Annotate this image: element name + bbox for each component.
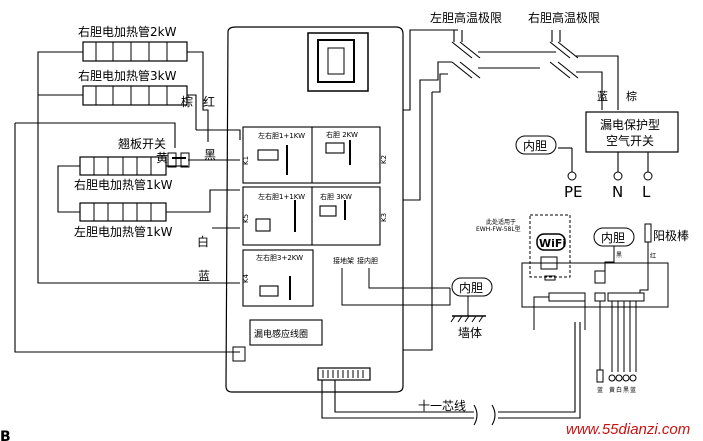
controller-body xyxy=(225,26,404,393)
relay-k4-id: K4 xyxy=(242,273,250,283)
wall-label: 墙体 xyxy=(458,326,482,340)
anode-rod-symbol xyxy=(644,223,652,243)
thermal-limit-switches xyxy=(403,29,619,351)
lead-color-4: 黑 xyxy=(623,387,629,394)
relay-k1-id: K1 xyxy=(242,156,250,165)
lead-color-2: 黄 xyxy=(609,386,615,394)
n-label: N xyxy=(612,183,623,201)
watermark: www.55dianzi.com xyxy=(566,421,690,438)
breaker-label-2: 空气开关 xyxy=(606,133,654,148)
rocker-switch xyxy=(167,152,190,168)
inner-tank-badge-top xyxy=(515,135,557,155)
lead-color-5: 蓝 xyxy=(630,386,636,394)
relay-k3-id: K3 xyxy=(380,213,388,222)
relay-k5-id: K5 xyxy=(242,214,250,223)
plug-leads xyxy=(533,296,637,372)
wire-white-label: 白 xyxy=(197,234,209,249)
anode-rod-label: 阳极棒 xyxy=(653,229,689,243)
wall-ground-symbol xyxy=(450,296,486,323)
wire-blue2-label: 蓝 xyxy=(597,90,608,103)
wire-brown2-label: 棕 xyxy=(626,89,637,103)
n-terminal xyxy=(613,171,623,181)
plug-leads-ends xyxy=(596,369,637,383)
leak-coil-label: 漏电感应线圈 xyxy=(254,328,308,340)
heater-left-1kw-label: 左胆电加热管1kW xyxy=(74,224,173,239)
heater-3kw xyxy=(82,85,188,106)
pe-label: PE xyxy=(564,183,583,201)
wifi-note-1: 此处适用于 xyxy=(486,218,516,226)
lead-color-3: 白 xyxy=(616,386,622,394)
heater-2kw xyxy=(82,41,188,62)
relay-k1-label: 左右胆1+1KW xyxy=(258,131,305,140)
relay-board-top xyxy=(242,126,381,184)
wire-brown-label: 棕 xyxy=(181,94,193,109)
relay-k2-label: 右胆 2KW xyxy=(326,130,358,139)
inner-tank-badge-mid xyxy=(451,277,493,297)
l-terminal xyxy=(643,171,653,181)
relay-board-mid xyxy=(242,186,381,246)
heater-2kw-label: 右胆电加热管2kW xyxy=(78,24,177,39)
breaker-label-1: 漏电保护型 xyxy=(600,118,660,132)
earth-tank-label: 接内胆 xyxy=(357,256,378,265)
corner-letter: B xyxy=(0,429,11,441)
wire-black-label: 黑 xyxy=(204,148,216,162)
anode-wire-black: 黑 xyxy=(616,252,622,259)
relay-k3b-label: 右胆 3KW xyxy=(320,192,352,201)
pe-terminal xyxy=(567,171,577,181)
inner-tank-label-mid: 内胆 xyxy=(459,281,483,295)
relay-k4-label: 左右胆3+2KW xyxy=(256,253,303,262)
wire-red-label: 红 xyxy=(203,94,215,109)
leak-coil-box xyxy=(249,319,323,346)
earth-bracket-label: 接地架 xyxy=(333,256,354,265)
right-thermal-limit-label: 右胆高温极限 xyxy=(528,10,600,25)
wifi-badge xyxy=(536,233,566,251)
mains-wires xyxy=(558,147,649,172)
inner-tank-label-top: 内胆 xyxy=(523,139,547,153)
heater-right-1kw-label: 右胆电加热管1kW xyxy=(74,177,173,192)
leakage-breaker xyxy=(585,111,679,153)
wifi-note-2: EWH-FW-58L型 xyxy=(476,225,521,233)
wire-blue-label: 蓝 xyxy=(198,269,210,283)
heater-right-1kw xyxy=(79,156,167,176)
heater-left-1kw xyxy=(79,202,167,222)
eleven-core-connector xyxy=(317,367,371,381)
eleven-core-cable xyxy=(321,322,581,426)
left-wires xyxy=(14,51,241,353)
wifi-label: WiFi xyxy=(539,237,566,250)
left-thermal-limit-label: 左胆高温极限 xyxy=(430,10,502,25)
relay-k2-id: K2 xyxy=(380,155,388,164)
wire-yellow-label: 黄 xyxy=(156,151,168,165)
rocker-switch-label: 翘板开关 xyxy=(118,137,166,151)
earth-wires xyxy=(341,268,451,306)
relay-k3-label: 左右胆1+1KW xyxy=(258,192,305,201)
l-label: L xyxy=(642,183,651,201)
anode-wires xyxy=(604,242,649,293)
eleven-core-cable-label: 十一芯线 xyxy=(418,399,466,413)
inner-tank-label-right: 内胆 xyxy=(601,231,625,245)
heater-3kw-label: 右胆电加热管3kW xyxy=(78,68,177,83)
relay-board-bottom xyxy=(242,249,314,307)
lead-color-1: 蓝 xyxy=(597,386,603,394)
anode-wire-red: 红 xyxy=(650,252,656,260)
ground-terminal xyxy=(232,346,246,362)
wifi-module-area xyxy=(521,214,669,308)
